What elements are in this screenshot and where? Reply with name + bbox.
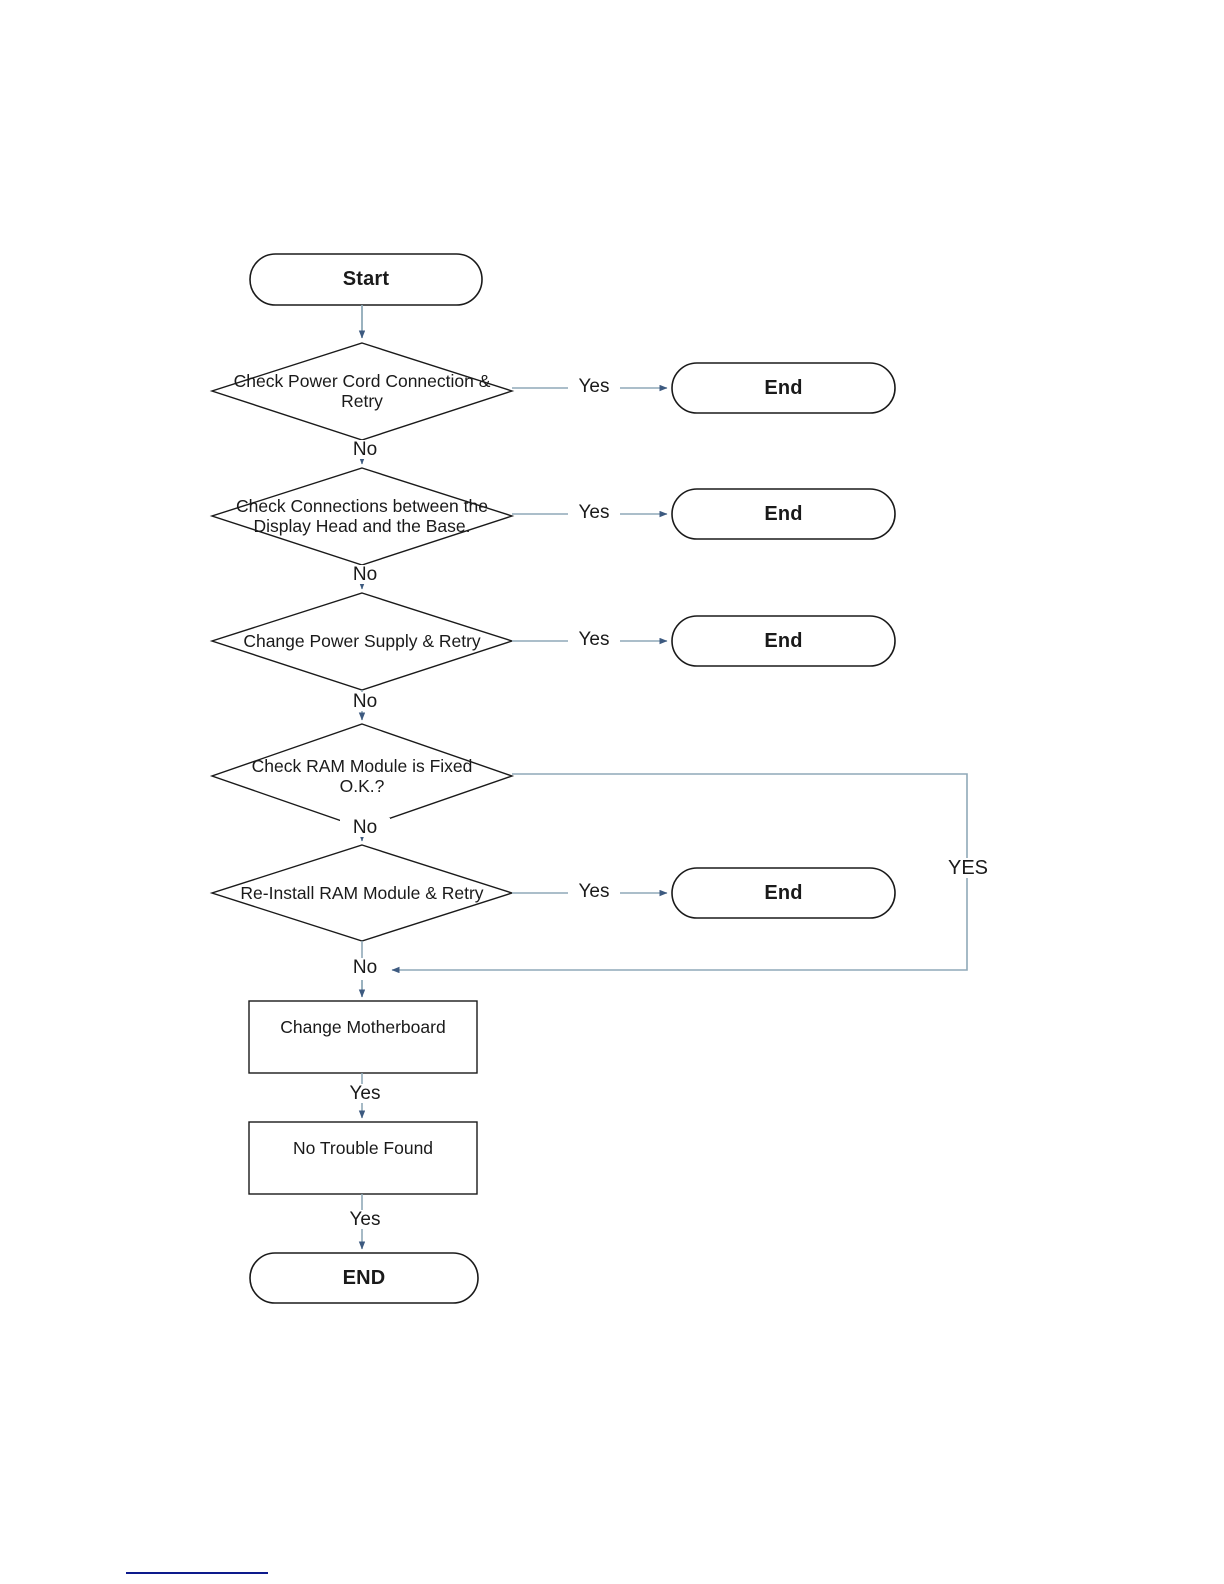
decision-power-supply-shape	[209, 592, 515, 691]
decision-reinstall-ram-shape	[209, 844, 515, 942]
end-power-cord-shape	[671, 362, 896, 414]
decision-display-base-shape	[209, 467, 515, 566]
end-reinstall-ram-shape	[671, 867, 896, 919]
end-display-base-shape	[671, 488, 896, 540]
process-change-motherboard-shape	[248, 1000, 478, 1074]
decision-power-cord-shape	[209, 342, 515, 441]
end-final-shape	[249, 1252, 479, 1304]
start-shape	[249, 253, 483, 306]
end-power-supply-shape	[671, 615, 896, 667]
decision-ram-fixed-shape	[209, 723, 515, 829]
process-no-trouble-found-shape	[248, 1121, 478, 1195]
